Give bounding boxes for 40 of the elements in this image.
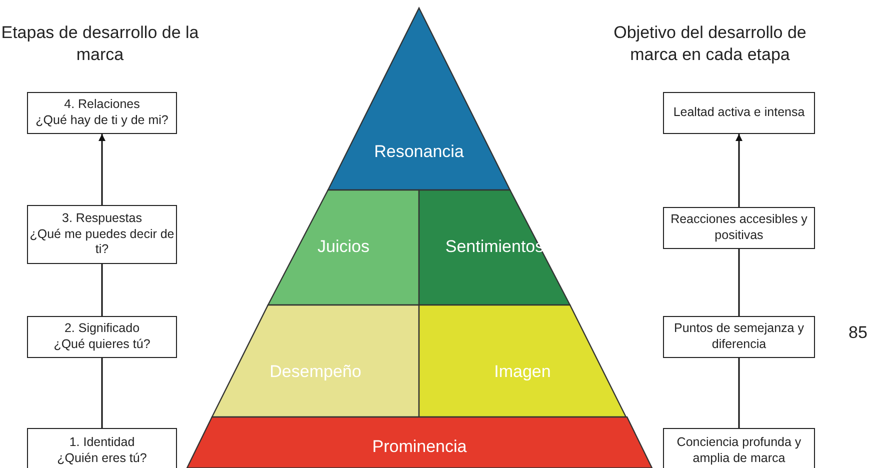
page-number: 85 <box>848 322 868 344</box>
connector-line <box>101 358 103 428</box>
objective-text: Lealtad activa e intensa <box>673 105 805 121</box>
column-heading: Etapas de desarrollo de la marca <box>0 22 200 66</box>
tier-label: Prominencia <box>371 437 468 457</box>
tier-label: Juicios <box>316 237 370 257</box>
column-heading: Objetivo del desarrollo de marca en cada etapa <box>612 22 808 66</box>
tier-label: Resonancia <box>373 142 465 162</box>
pyramid-tier <box>187 417 652 468</box>
stage-box <box>27 205 177 264</box>
tier-label: Imagen <box>493 362 552 382</box>
objective-text: Conciencia profunda y amplia de marca <box>676 435 802 467</box>
pyramid-tier <box>419 190 570 305</box>
stage-box <box>27 316 177 358</box>
stage-question: ¿Quién eres tú? <box>57 451 147 467</box>
arrow <box>736 134 742 207</box>
objective-box <box>663 316 815 358</box>
objective-box <box>663 207 815 249</box>
pyramid-tier <box>419 305 626 417</box>
stage-title: 3. Respuestas <box>62 211 142 227</box>
stage-question: ¿Qué hay de ti y de mi? <box>36 113 168 129</box>
stage-title: 2. Significado <box>64 321 140 337</box>
connector-line <box>738 358 740 428</box>
stage-box <box>27 92 177 134</box>
objective-box <box>663 92 815 134</box>
stage-title: 1. Identidad <box>69 435 135 451</box>
objective-text: Reacciones accesibles y positivas <box>670 212 808 244</box>
stage-question: ¿Qué quieres tú? <box>54 337 150 353</box>
connector-line <box>101 264 103 316</box>
stage-box <box>27 428 177 468</box>
stage-question: ¿Qué me puedes decir de ti? <box>28 226 176 258</box>
pyramid-tier <box>212 305 419 417</box>
objective-text: Puntos de semejanza y diferencia <box>673 321 805 353</box>
pyramid-tier <box>328 8 510 190</box>
objective-box <box>663 428 815 468</box>
connector-line <box>738 249 740 316</box>
arrow <box>98 134 106 205</box>
tier-label: Desempeño <box>268 362 362 382</box>
stage-title: 4. Relaciones <box>64 97 140 113</box>
pyramid-tier <box>268 190 419 305</box>
